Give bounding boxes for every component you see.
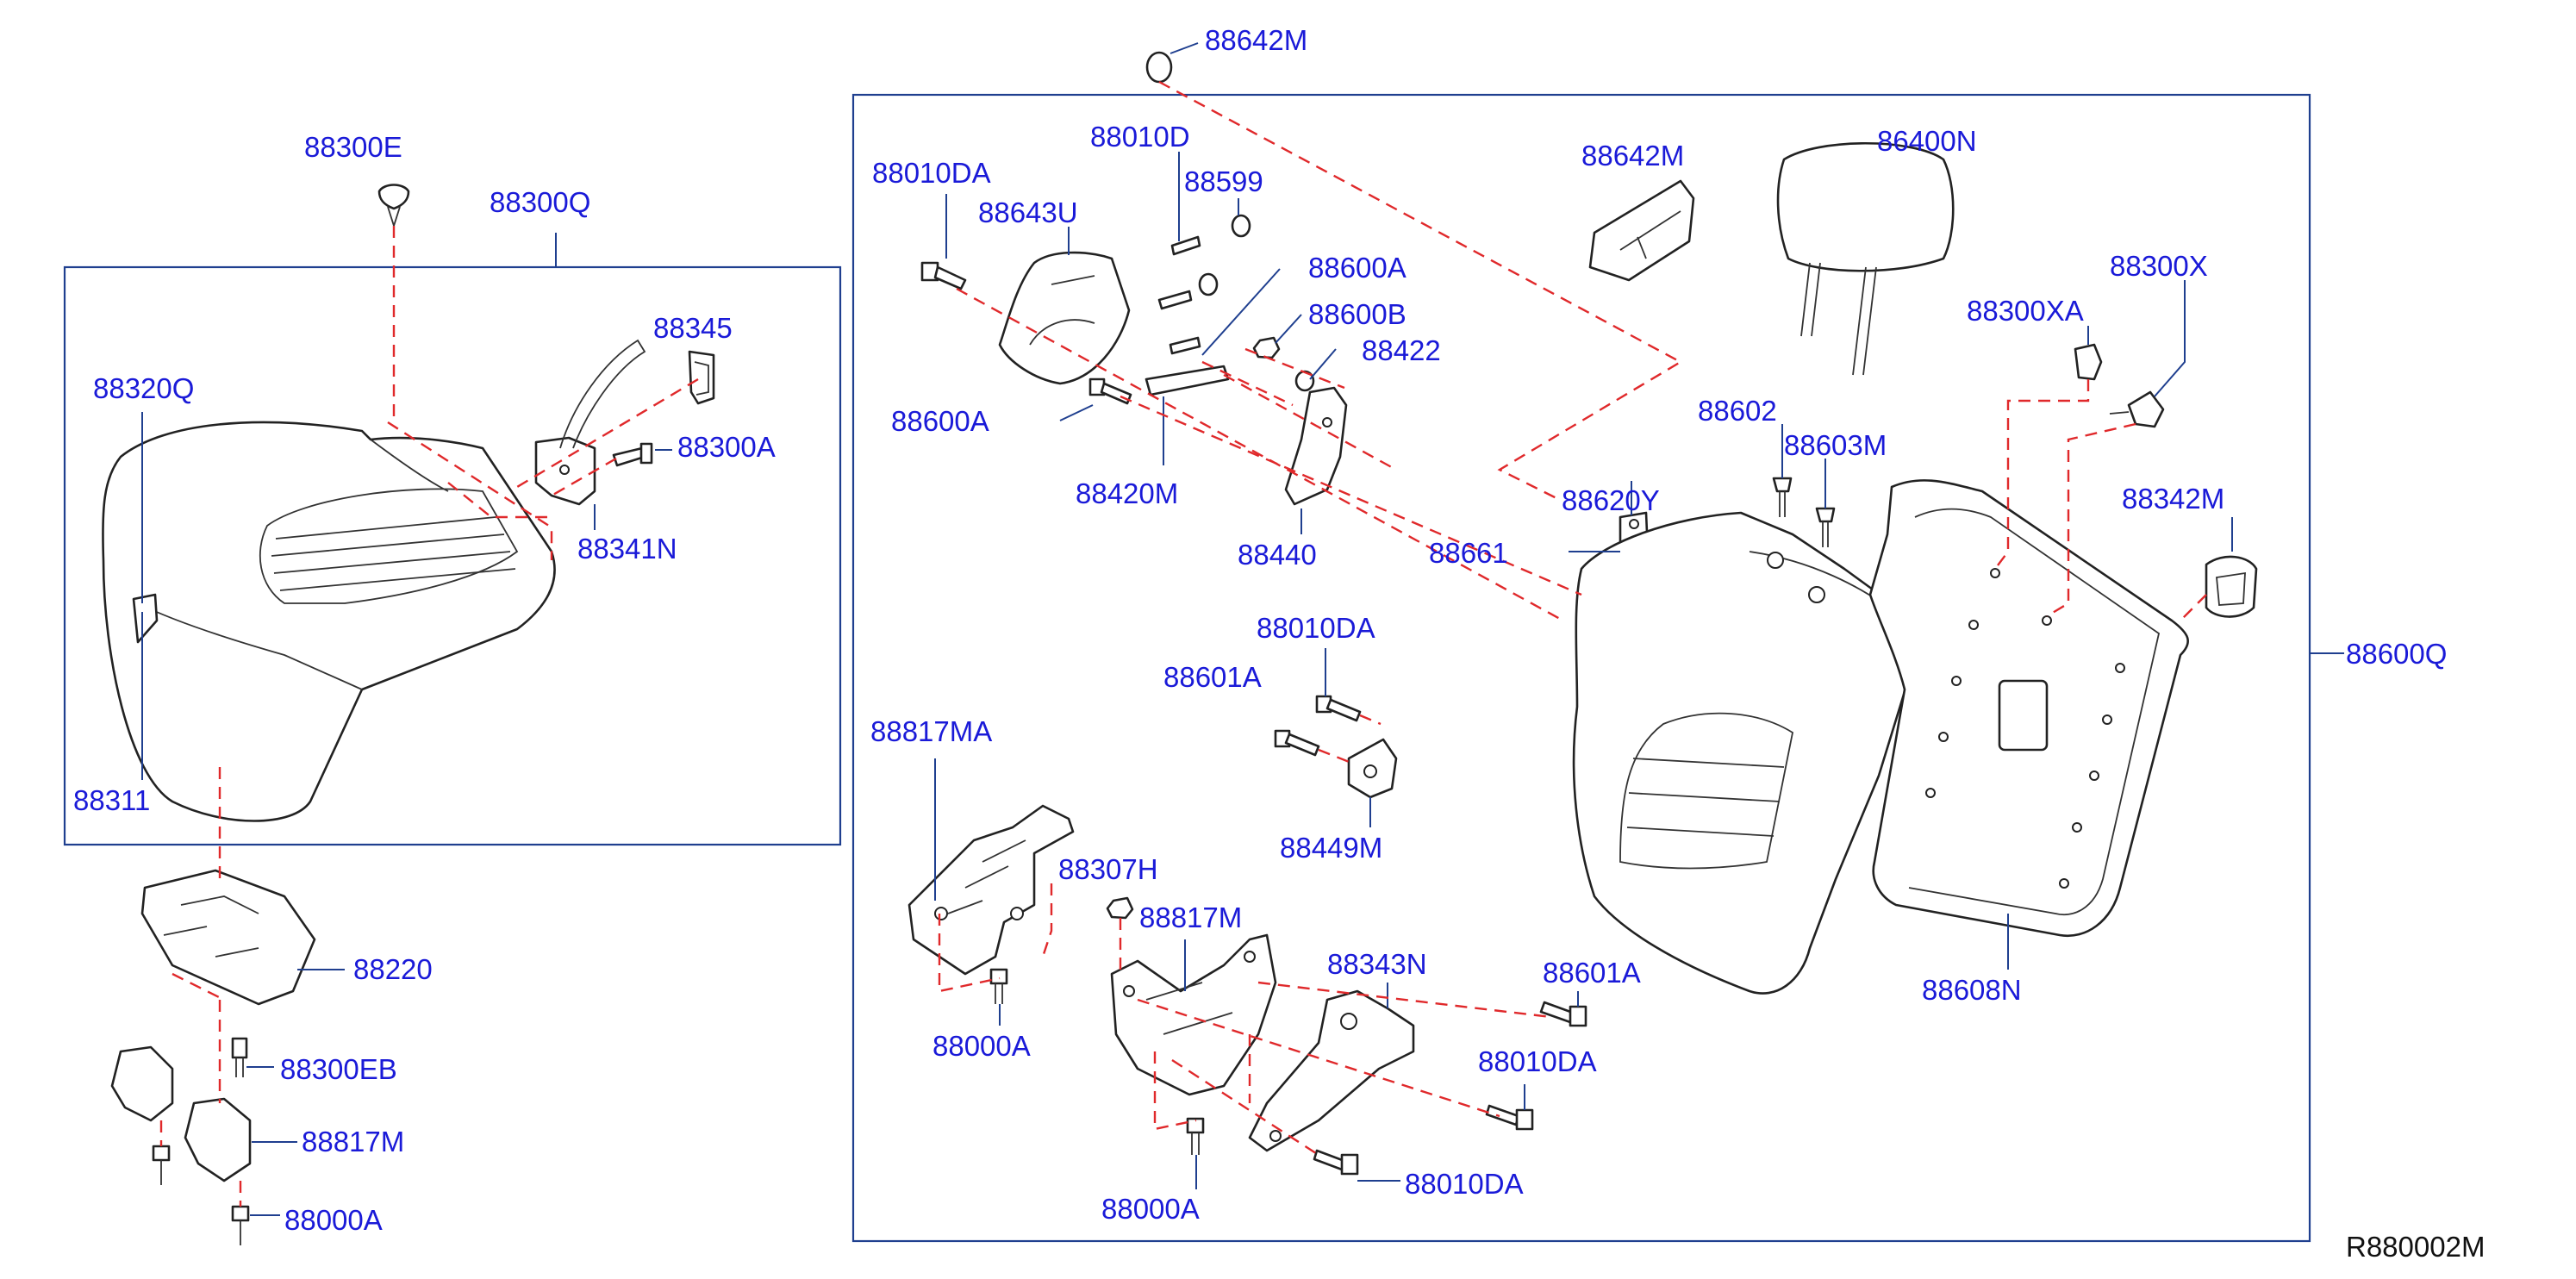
bracket-88440-part — [1284, 386, 1348, 506]
label-88600a-left: 88600A — [891, 405, 989, 437]
clip-88300x-part — [2109, 390, 2165, 428]
leader-88600a-right — [1201, 268, 1281, 356]
bracket-88220-part — [140, 869, 316, 1006]
label-88311: 88311 — [73, 784, 150, 816]
label-88422: 88422 — [1362, 334, 1441, 366]
clip-88300e-part — [377, 184, 410, 228]
label-88343n: 88343N — [1327, 948, 1427, 980]
label-88010da-topleft: 88010DA — [872, 157, 991, 189]
label-88000a-bottom: 88000A — [1101, 1193, 1200, 1225]
leader-88600b — [1275, 314, 1302, 344]
label-88608n: 88608N — [1922, 974, 2022, 1006]
label-86400n: 86400N — [1877, 125, 1977, 157]
bolt-88600a-left-part — [1088, 377, 1132, 405]
label-88010da-right: 88010DA — [1478, 1045, 1597, 1077]
label-88341n: 88341N — [577, 533, 677, 565]
hinge-88817m-center-part — [1110, 933, 1277, 1096]
label-88300q: 88300Q — [490, 186, 590, 218]
label-88420m: 88420M — [1076, 477, 1178, 509]
label-88300a: 88300A — [677, 431, 776, 463]
label-88600q: 88600Q — [2346, 638, 2447, 670]
label-88010d: 88010D — [1090, 121, 1190, 153]
diagram-code: R880002M — [2346, 1231, 2485, 1263]
label-88000a-left: 88000A — [284, 1204, 383, 1236]
bolts-88010d-part — [1157, 214, 1251, 355]
seat-cushion-hook-part — [132, 593, 159, 644]
label-88220: 88220 — [353, 953, 433, 985]
nut-88307h-part — [1106, 896, 1134, 920]
label-88300eb: 88300EB — [280, 1053, 397, 1085]
bolt-88300eb-part — [231, 1037, 248, 1077]
headrest-86400n-part — [1776, 142, 1955, 376]
label-88643u: 88643U — [978, 197, 1078, 228]
label-88603m: 88603M — [1784, 429, 1887, 461]
label-88010da-mid: 88010DA — [1257, 612, 1375, 644]
hinge-88817m-left-part — [110, 1045, 252, 1182]
cover-88643u-part — [998, 251, 1131, 385]
plate-88449m-part — [1347, 738, 1398, 799]
label-88000a-center: 88000A — [932, 1030, 1031, 1062]
grommet-88342m-part — [2205, 555, 2258, 618]
bolt-88603m-part — [1815, 507, 1836, 547]
label-88300xa: 88300XA — [1967, 295, 2084, 327]
label-88817ma: 88817MA — [870, 715, 992, 747]
label-88599: 88599 — [1184, 165, 1263, 197]
strap-88345-part — [688, 350, 715, 405]
plate-88420m-part — [1145, 365, 1230, 396]
seat-cushion-group-frame — [63, 265, 842, 846]
bolt-88602-part — [1772, 477, 1793, 517]
back-board-88608n-part — [1868, 479, 2189, 938]
label-88449m: 88449M — [1280, 832, 1382, 864]
label-88345: 88345 — [653, 312, 733, 344]
label-88440: 88440 — [1238, 539, 1317, 571]
leader-88422 — [1309, 348, 1337, 380]
leader-88300x — [2154, 280, 2186, 397]
label-88300e: 88300E — [304, 131, 402, 163]
bracket-88817ma-part — [908, 804, 1075, 976]
bracket-88642m-mid-part — [1588, 179, 1695, 282]
bolt-88000a-left-part — [152, 1145, 250, 1245]
label-88817m-left: 88817M — [302, 1126, 404, 1157]
seat-cushion-part — [102, 421, 556, 822]
clip-88300xa-part — [2074, 343, 2103, 381]
seat-back-88600q-part — [1572, 511, 1915, 995]
label-88342m: 88342M — [2122, 483, 2224, 515]
seat-back-group-frame — [851, 93, 2311, 1243]
bolts-88601a-mid-part — [1274, 695, 1362, 757]
label-88817m-center: 88817M — [1139, 902, 1242, 933]
label-88642m-mid: 88642M — [1581, 140, 1684, 172]
label-88010da-bottom: 88010DA — [1405, 1168, 1524, 1200]
label-88661: 88661 — [1429, 537, 1508, 569]
bolt-88010da-bottom-part — [1313, 1149, 1359, 1176]
leader-88600a-left — [1059, 404, 1094, 421]
cap-88642m-part — [1145, 51, 1173, 84]
bolt-88000a-center-part — [989, 968, 1008, 1004]
bracket-88343n-part — [1248, 989, 1415, 1152]
bolt-88601a-right-part — [1539, 1001, 1587, 1027]
leader-88642m-top — [1169, 42, 1199, 54]
nut-88600b-part — [1252, 336, 1315, 392]
latch-88341n-part — [534, 339, 646, 506]
label-88620y: 88620Y — [1562, 484, 1660, 516]
label-88600b: 88600B — [1308, 298, 1407, 330]
bolt-88000a-bottom-part — [1186, 1117, 1205, 1155]
label-88600a-right: 88600A — [1308, 252, 1407, 284]
bolt-88010da-topleft-part — [920, 261, 967, 290]
label-88307h: 88307H — [1058, 853, 1158, 885]
label-88601a-right: 88601A — [1543, 957, 1641, 989]
label-88601a-mid: 88601A — [1163, 661, 1262, 693]
label-88602: 88602 — [1698, 395, 1777, 427]
label-88642m-top: 88642M — [1205, 24, 1307, 56]
bolt-88300a-part — [612, 442, 653, 467]
label-88300x: 88300X — [2110, 250, 2208, 282]
bolt-88010da-right-part — [1485, 1104, 1534, 1131]
label-88320q: 88320Q — [93, 372, 194, 404]
